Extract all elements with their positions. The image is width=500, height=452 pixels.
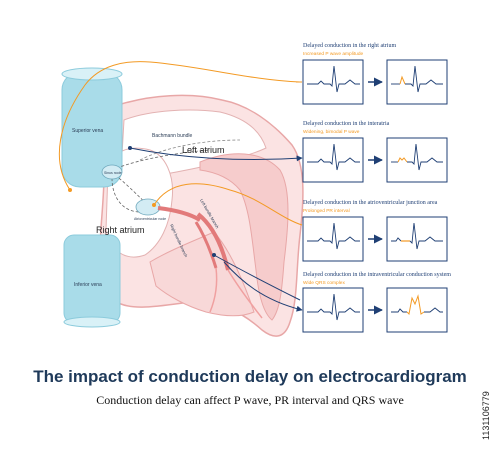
sinus-node (101, 164, 123, 180)
right-bundle-branch (194, 221, 218, 269)
left-bundle-branch (196, 212, 230, 271)
stock-id: 1131106779 (481, 391, 491, 440)
bachmann-pathway (139, 139, 241, 161)
purkinje-fiber (227, 269, 263, 319)
ecg-trace-normal (307, 293, 360, 321)
page-title: The impact of conduction delay on electr… (33, 367, 467, 386)
panel-detail: Wide QRS complex (303, 280, 345, 286)
label-inferior-vena: Inferior vena (74, 282, 102, 288)
panel-detail: Widening, bimodal P wave (303, 129, 360, 135)
panel-heading: Delayed conduction in the interatria (303, 121, 390, 127)
ecg-trace-normal (307, 222, 360, 250)
ecg-trace-altered-p (399, 75, 406, 85)
ecg-trace-altered-rest (407, 143, 443, 171)
connector-dot-navy (128, 146, 132, 150)
connector-dot-navy (212, 253, 216, 257)
his-bundle (157, 206, 202, 222)
internodal-pathway (111, 149, 211, 171)
panel-heading: Delayed conduction in the atrioventricul… (303, 200, 438, 206)
internodal-pathway (111, 177, 141, 213)
ecg-trace-altered-qrs (406, 294, 425, 316)
ecg-trace-altered-rest (424, 307, 443, 313)
connector-intraventricular (223, 261, 303, 312)
ecg-box-normal (302, 287, 364, 333)
panel-detail: Increased P wave amplitude (303, 51, 364, 57)
panel-heading: Delayed conduction in the right atrium (303, 43, 396, 49)
panel-av-junction: Delayed conduction in the atrioventricul… (302, 200, 448, 262)
inferior-vena-opening (63, 316, 121, 328)
purkinje-fiber (209, 267, 218, 313)
panel-detail: Prolonged PR interval (303, 208, 350, 214)
panel-right-atrium: Delayed conduction in the right atrium I… (302, 43, 448, 105)
label-left-atrium: Left atrium (182, 145, 225, 155)
label-bachmann: Bachmann bundle (152, 133, 193, 139)
ecg-box-altered (386, 137, 448, 183)
panel-heading: Delayed conduction in the intraventricul… (303, 272, 451, 278)
ventricle-wall-left (199, 153, 289, 321)
ecg-trace-normal (307, 143, 360, 171)
ecg-trace-altered (391, 237, 402, 242)
ecg-trace-normal (307, 65, 360, 93)
ecg-box-normal (302, 137, 364, 183)
label-superior-vena: Superior vena (72, 128, 103, 134)
ecg-trace-altered (391, 308, 407, 313)
superior-vena-opening (61, 67, 123, 81)
label-sinus-node: Sinus node (104, 171, 122, 175)
inferior-vena-cava (63, 234, 121, 324)
ecg-trace-altered-rest (409, 222, 443, 250)
ecg-box-normal (302, 216, 364, 262)
connector-av-junction (153, 183, 303, 226)
connector-intraventricular-2 (213, 254, 301, 301)
ecg-box-normal (302, 59, 364, 105)
ecg-box-altered (386, 216, 448, 262)
panel-intraventricular: Delayed conduction in the intraventricul… (302, 272, 451, 333)
panel-interatria: Delayed conduction in the interatria Wid… (302, 121, 448, 183)
ecg-trace-altered-rest (405, 65, 443, 93)
connector-interatria (129, 147, 303, 162)
page-subtitle: Conduction delay can affect P wave, PR i… (96, 393, 404, 407)
connector-dot-orange (68, 188, 72, 192)
ecg-trace-altered-p (397, 157, 408, 163)
label-right-atrium: Right atrium (96, 225, 145, 235)
ventricle-wall-right (149, 231, 255, 317)
connector-right-atrium (58, 61, 301, 191)
label-av-node: Atrioventricular node (134, 217, 166, 221)
connector-dot-orange (152, 203, 156, 207)
